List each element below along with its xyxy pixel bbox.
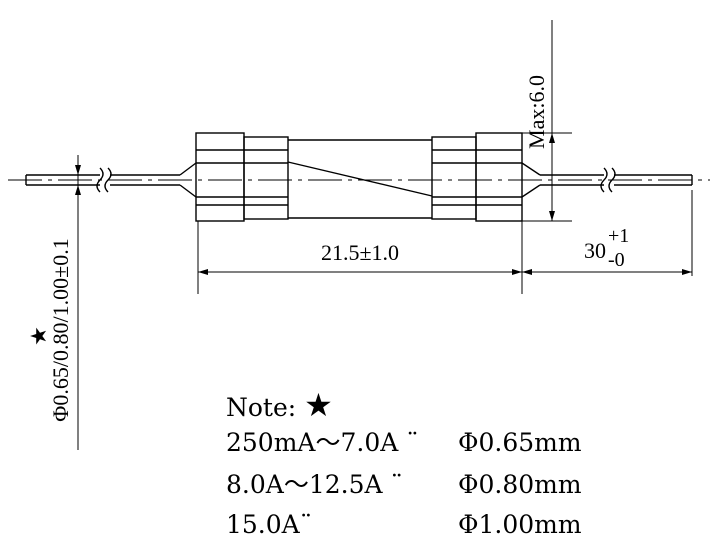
note-row-range: 250mA～7.0A ¨ xyxy=(226,428,419,457)
note-row-diameter: Φ0.80mm xyxy=(458,470,582,499)
note-row-range: 15.0A¨ xyxy=(226,510,313,539)
right-lead-wire xyxy=(521,162,693,198)
body-length-label: 21.5±1.0 xyxy=(321,240,399,265)
lead-length-minus-label: -0 xyxy=(608,249,625,271)
lead-length-base-label: 30 xyxy=(584,238,606,263)
star-icon: ★ xyxy=(304,386,333,424)
body-length-dimension xyxy=(197,221,523,294)
note-row-diameter: Φ0.65mm xyxy=(458,428,582,457)
lead-diameter-star: ★ xyxy=(26,326,51,346)
note-row-range: 8.0A～12.5A ¨ xyxy=(226,470,403,499)
left-end-cap xyxy=(195,132,289,222)
max-height-label: Max:6.0 xyxy=(524,75,549,149)
note-title: Note: xyxy=(226,393,297,422)
lead-length-dimension xyxy=(522,190,693,276)
max-height-arrow-bottom xyxy=(549,211,555,221)
left-lead-wire xyxy=(25,162,197,198)
lead-diameter-arrow-top xyxy=(75,165,81,175)
right-end-cap xyxy=(431,132,523,222)
note-title-line: Note: ★ xyxy=(226,389,333,421)
lead-diameter-arrow-bottom xyxy=(75,185,81,195)
fuse-element xyxy=(287,161,433,197)
lead-length-plus-label: +1 xyxy=(608,225,629,247)
max-height-arrow-top xyxy=(549,133,555,143)
glass-tube xyxy=(287,139,433,219)
lead-diameter-label: Φ0.65/0.80/1.00±0.1 xyxy=(48,238,73,421)
max-height-dimension xyxy=(522,20,572,222)
lead-length-arrow-right xyxy=(682,269,692,275)
note-row-diameter: Φ1.00mm xyxy=(458,510,582,539)
body-length-arrow-left xyxy=(198,269,208,275)
body-length-arrow-right xyxy=(512,269,522,275)
lead-length-arrow-left xyxy=(522,269,532,275)
